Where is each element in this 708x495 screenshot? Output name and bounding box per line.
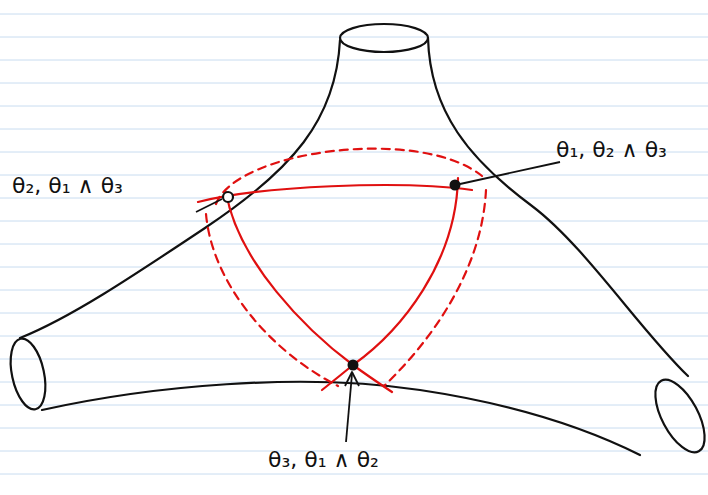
point-label: θ₁, θ₂ ∧ θ₃ xyxy=(556,138,667,162)
curves xyxy=(198,149,486,392)
leader-lines xyxy=(196,162,560,442)
intersection-points xyxy=(223,180,461,371)
point-label: θ₃, θ₁ ∧ θ₂ xyxy=(268,448,379,472)
surface-outline xyxy=(5,24,708,460)
ruled-lines xyxy=(0,14,708,474)
point-label: θ₂, θ₁ ∧ θ₃ xyxy=(12,174,123,198)
